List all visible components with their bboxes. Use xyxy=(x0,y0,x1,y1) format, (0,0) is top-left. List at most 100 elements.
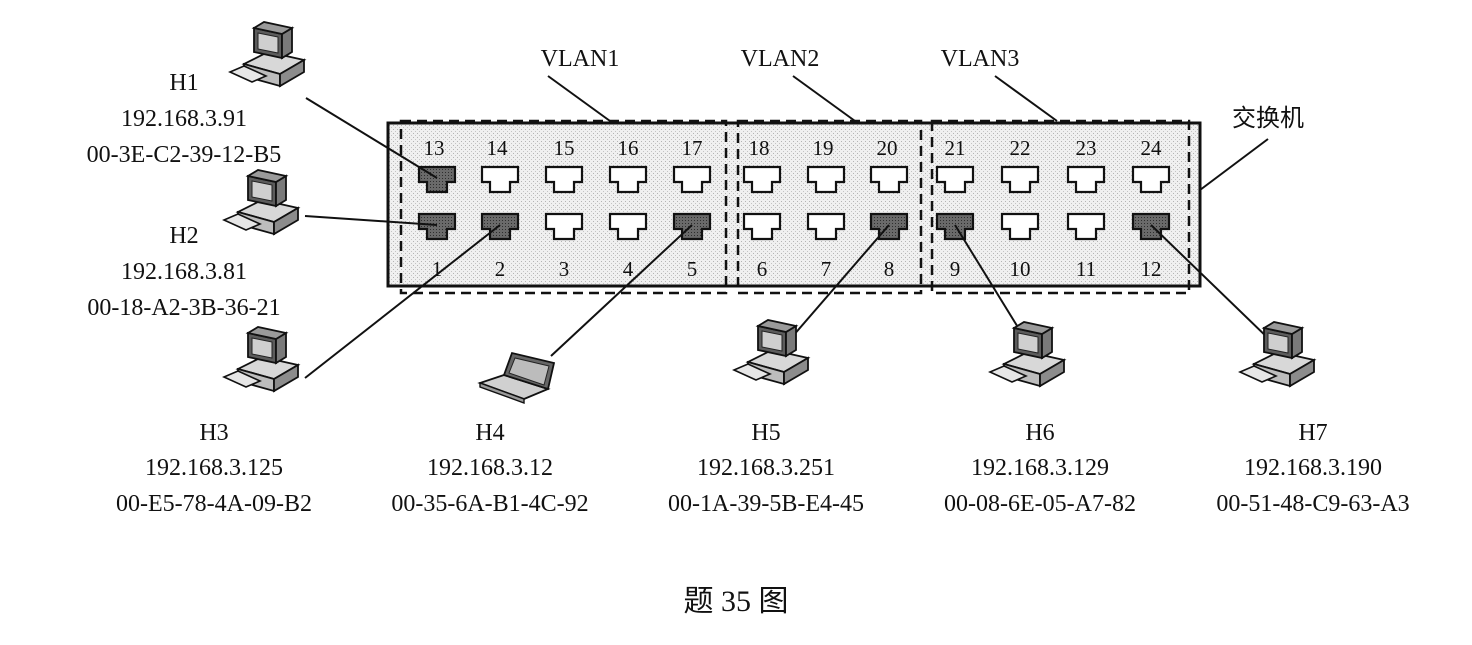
port-jack-empty xyxy=(544,165,584,194)
host-name: H2 xyxy=(169,223,198,249)
host-mac: 00-51-48-C9-63-A3 xyxy=(1216,491,1409,517)
host-mac: 00-08-6E-05-A7-82 xyxy=(944,491,1136,517)
cable-h4 xyxy=(550,224,693,357)
desktop-computer-icon xyxy=(732,319,811,386)
switch-body xyxy=(386,121,1202,288)
desktop-computer-icon xyxy=(988,321,1067,388)
host-ip: 192.168.3.81 xyxy=(121,259,247,285)
port-number: 8 xyxy=(884,257,895,281)
desktop-computer-icon xyxy=(222,169,301,236)
port-number: 19 xyxy=(813,136,834,160)
port-number: 20 xyxy=(877,136,898,160)
port-number: 17 xyxy=(682,136,703,160)
vlan1-region xyxy=(399,119,728,295)
host-mac: 00-1A-39-5B-E4-45 xyxy=(668,491,864,517)
vlan2-label: VLAN2 xyxy=(741,46,820,72)
port-number: 4 xyxy=(623,257,634,281)
port-number: 16 xyxy=(618,136,639,160)
port-jack-empty xyxy=(544,212,584,241)
host-name: H1 xyxy=(169,70,198,96)
host-mac: 00-35-6A-B1-4C-92 xyxy=(391,491,588,517)
cable-h2 xyxy=(304,215,438,226)
host-mac: 00-E5-78-4A-09-B2 xyxy=(116,491,312,517)
laptop-icon xyxy=(477,351,556,404)
port-jack-connected xyxy=(417,212,457,241)
vlan3-region xyxy=(930,119,1191,295)
port-number: 13 xyxy=(424,136,445,160)
vlan2-region xyxy=(736,119,923,295)
port-number: 7 xyxy=(821,257,832,281)
host-h4-label: H4 192.168.3.12 00-35-6A-B1-4C-92 xyxy=(391,420,588,517)
host-ip: 192.168.3.251 xyxy=(697,455,835,481)
host-name: H3 xyxy=(199,420,228,446)
port-number: 10 xyxy=(1010,257,1031,281)
port-number: 24 xyxy=(1141,136,1163,160)
port-number: 23 xyxy=(1076,136,1097,160)
port-number: 18 xyxy=(749,136,770,160)
switch-label: 交换机 xyxy=(1232,105,1304,132)
bottom-port-numbers: 1 2 3 4 5 6 7 8 9 10 11 12 xyxy=(432,257,1162,281)
cables xyxy=(304,97,1273,379)
port-number: 22 xyxy=(1010,136,1031,160)
port-number: 5 xyxy=(687,257,698,281)
vlan1-leader xyxy=(547,75,611,122)
cable-h6 xyxy=(954,224,1028,343)
port-jack-empty xyxy=(935,165,975,194)
host-ip: 192.168.3.91 xyxy=(121,106,247,132)
host-h6-label: H6 192.168.3.129 00-08-6E-05-A7-82 xyxy=(944,420,1136,517)
port-jack-empty xyxy=(480,165,520,194)
desktop-computer-icon xyxy=(222,326,301,393)
port-jack-empty xyxy=(869,165,909,194)
port-jack-empty xyxy=(742,165,782,194)
host-mac: 00-3E-C2-39-12-B5 xyxy=(87,142,282,168)
host-ip: 192.168.3.190 xyxy=(1244,455,1382,481)
host-name: H7 xyxy=(1298,420,1327,446)
host-h5-label: H5 192.168.3.251 00-1A-39-5B-E4-45 xyxy=(668,420,864,517)
port-number: 2 xyxy=(495,257,506,281)
port-jack-empty xyxy=(608,212,648,241)
host-h2-label: H2 192.168.3.81 00-18-A2-3B-36-21 xyxy=(87,223,280,321)
vlan2-leader xyxy=(792,75,856,122)
host-h3-label: H3 192.168.3.125 00-E5-78-4A-09-B2 xyxy=(116,420,312,517)
switch-leader xyxy=(1199,138,1269,191)
port-number: 1 xyxy=(432,257,443,281)
port-jack-empty xyxy=(608,165,648,194)
host-ip: 192.168.3.129 xyxy=(971,455,1109,481)
vlan3-leader xyxy=(994,75,1058,122)
port-number: 11 xyxy=(1076,257,1096,281)
host-name: H6 xyxy=(1025,420,1054,446)
port-number: 14 xyxy=(487,136,509,160)
port-jack-empty xyxy=(1131,165,1171,194)
cable-h7 xyxy=(1150,224,1273,343)
desktop-computer-icon xyxy=(228,21,307,88)
port-number: 15 xyxy=(554,136,575,160)
desktop-computer-icon xyxy=(1238,321,1317,388)
host-ip: 192.168.3.125 xyxy=(145,455,283,481)
host-devices xyxy=(222,21,1317,404)
port-number: 9 xyxy=(950,257,961,281)
port-jack-empty xyxy=(806,165,846,194)
port-jack-empty xyxy=(1000,165,1040,194)
port-jack-empty xyxy=(1066,212,1106,241)
cable-h5 xyxy=(785,224,890,345)
host-name: H4 xyxy=(475,420,504,446)
port-jack-empty xyxy=(1066,165,1106,194)
top-port-numbers: 13 14 15 16 17 18 19 20 21 22 23 24 xyxy=(424,136,1163,160)
port-number: 3 xyxy=(559,257,570,281)
port-number: 12 xyxy=(1141,257,1162,281)
cable-h3 xyxy=(304,224,501,379)
figure-caption: 题 35 图 xyxy=(684,585,789,618)
host-ip: 192.168.3.12 xyxy=(427,455,553,481)
port-number: 21 xyxy=(945,136,966,160)
port-jack-empty xyxy=(806,212,846,241)
cable-h1 xyxy=(305,97,438,179)
vlan1-label: VLAN1 xyxy=(541,46,620,72)
port-number: 6 xyxy=(757,257,768,281)
host-name: H5 xyxy=(751,420,780,446)
host-h7-label: H7 192.168.3.190 00-51-48-C9-63-A3 xyxy=(1216,420,1409,517)
port-jack-empty xyxy=(742,212,782,241)
vlan3-label: VLAN3 xyxy=(941,46,1020,72)
port-jack-empty xyxy=(1000,212,1040,241)
